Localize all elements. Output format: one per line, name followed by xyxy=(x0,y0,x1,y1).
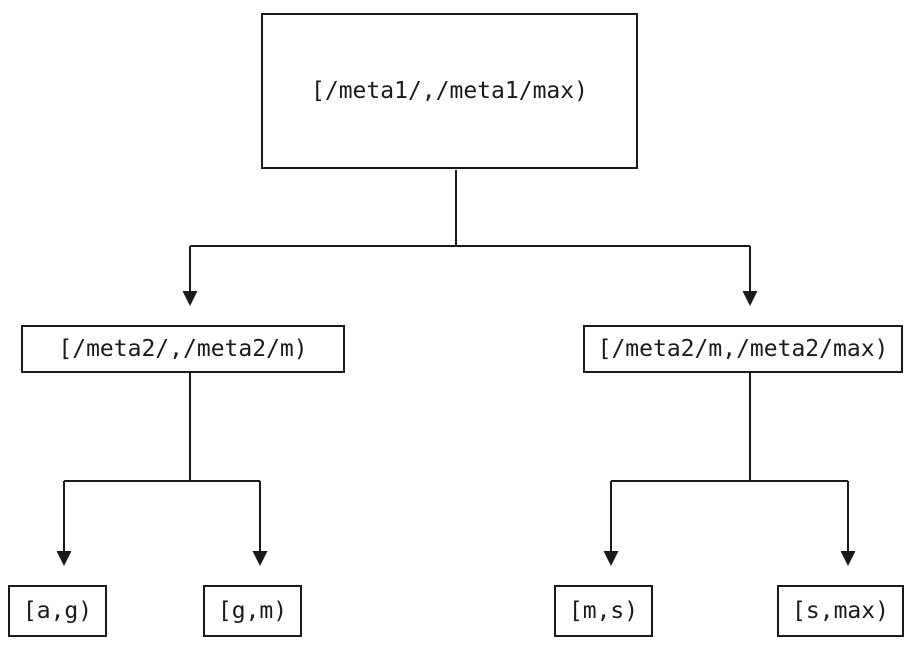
node-meta2-left: [/meta2/,/meta2/m) xyxy=(21,325,345,373)
arrowhead-icon xyxy=(742,291,758,306)
node-leaf-s-max: [s,max) xyxy=(777,585,904,637)
edges-from-meta2-right xyxy=(610,373,849,551)
arrowhead-icon xyxy=(603,551,619,566)
node-label: [g,m) xyxy=(217,597,288,624)
edges-from-meta2-left xyxy=(63,373,261,551)
node-label: [m,s) xyxy=(568,597,639,624)
node-leaf-g-m: [g,m) xyxy=(203,585,302,637)
edges-from-root xyxy=(189,170,751,291)
arrowhead-icon xyxy=(56,551,72,566)
node-label: [/meta1/,/meta1/max) xyxy=(311,77,588,104)
node-meta2-right: [/meta2/m,/meta2/max) xyxy=(583,325,903,373)
node-label: [s,max) xyxy=(792,597,889,624)
node-label: [/meta2/m,/meta2/max) xyxy=(597,335,889,362)
arrowhead-icon xyxy=(840,551,856,566)
node-leaf-m-s: [m,s) xyxy=(554,585,653,637)
arrowhead-icon xyxy=(182,291,198,306)
node-root: [/meta1/,/meta1/max) xyxy=(261,13,638,169)
arrowhead-icon xyxy=(252,551,268,566)
node-leaf-a-g: [a,g) xyxy=(8,585,107,637)
node-label: [/meta2/,/meta2/m) xyxy=(58,335,308,362)
node-label: [a,g) xyxy=(22,597,93,624)
